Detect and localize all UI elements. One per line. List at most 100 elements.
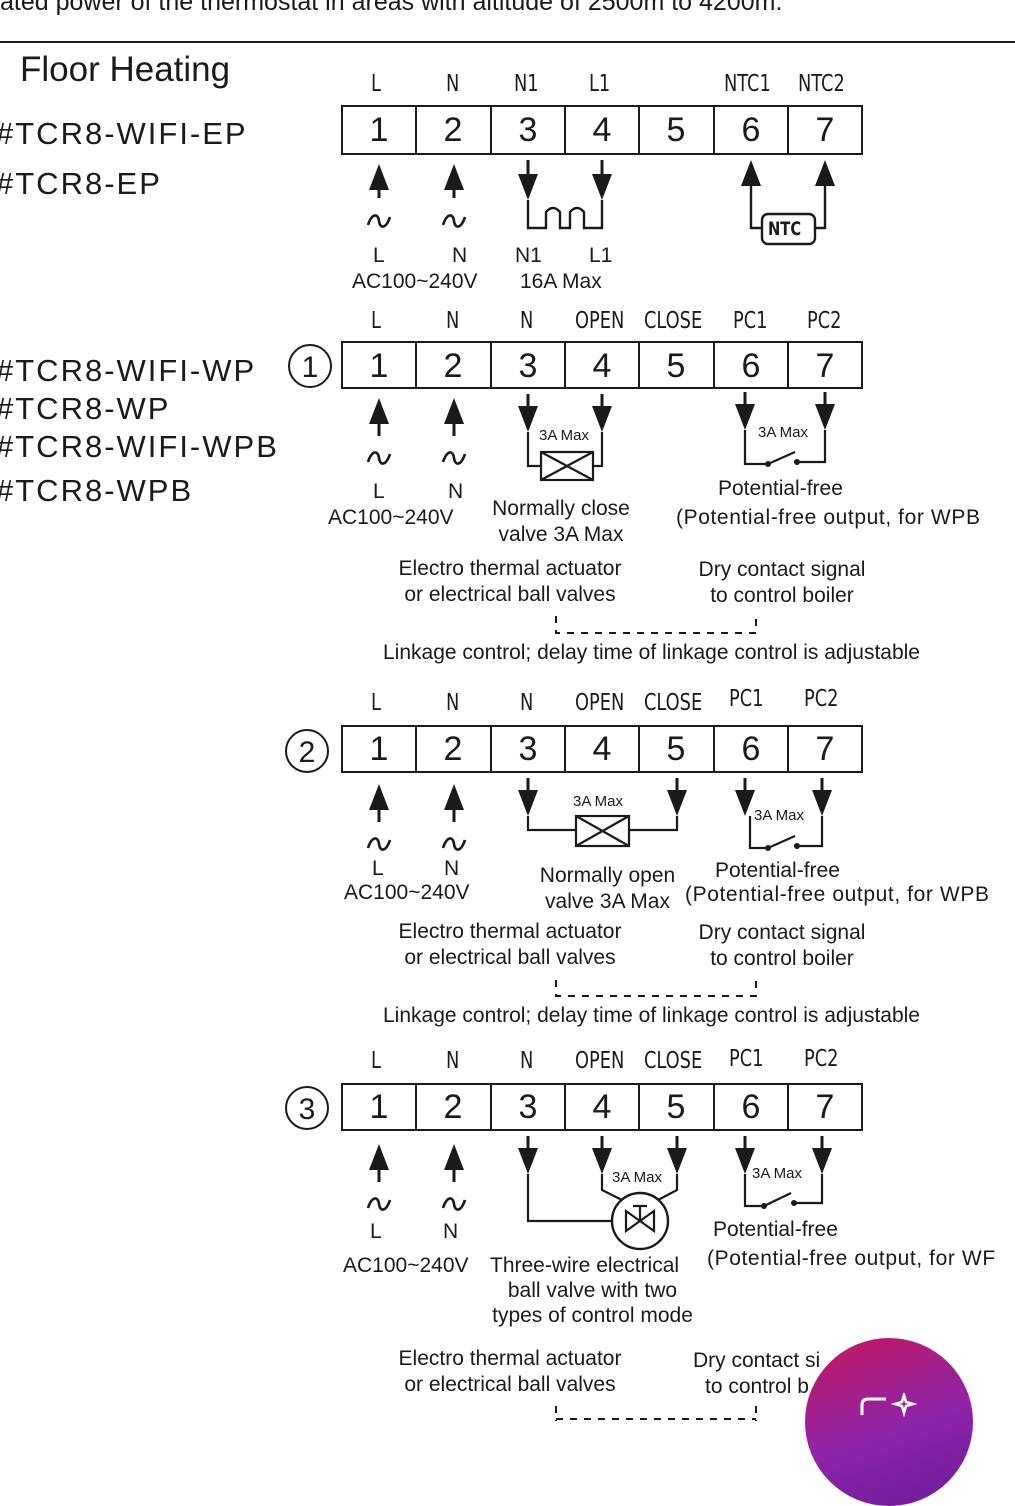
terminal-number: 2 xyxy=(443,730,463,768)
variant-circle-3 xyxy=(285,1086,329,1130)
terminal-number: 3 xyxy=(518,730,538,768)
terminal-header: PC1 xyxy=(729,1046,764,1072)
max-rating-label: 3A Max xyxy=(754,807,805,824)
terminal-number: 7 xyxy=(815,111,835,149)
potential-free-output-label: (Potential-free output, for WF xyxy=(707,1247,996,1270)
terminal-number: 5 xyxy=(666,1088,686,1126)
model-label: #TCR8-EP xyxy=(0,166,162,201)
valve-label: valve 3A Max xyxy=(498,523,624,546)
terminal-number: 4 xyxy=(592,111,612,149)
terminal-header: PC1 xyxy=(729,686,764,712)
terminal-header: L1 xyxy=(589,71,611,97)
top-note: ated power of the thermostat in areas wi… xyxy=(0,0,783,16)
dry-contact-label: Dry contact signal xyxy=(698,558,866,581)
actuator-label: Electro thermal actuator xyxy=(398,557,622,580)
dry-contact-label: to control b xyxy=(705,1375,809,1398)
model-label: #TCR8-WIFI-WP xyxy=(0,353,257,388)
terminal-header: PC2 xyxy=(804,686,839,712)
supply-voltage-label: AC100~240V xyxy=(344,881,470,904)
terminal-number: 7 xyxy=(815,1088,835,1126)
wire-label: N xyxy=(452,244,468,267)
wp2-wiring xyxy=(366,778,832,997)
terminal-header: CLOSE xyxy=(644,1048,703,1074)
wire-label: L xyxy=(373,480,385,503)
terminal-header: N xyxy=(520,1048,534,1074)
model-label: #TCR8-WP xyxy=(0,391,171,426)
terminal-number: 1 xyxy=(369,347,389,385)
wire-label: L1 xyxy=(589,244,613,267)
terminal-number: 4 xyxy=(592,730,612,768)
ep-wiring xyxy=(366,160,835,246)
max-rating-label: 3A Max xyxy=(758,424,809,441)
terminal-block-wp-3 xyxy=(341,1083,863,1131)
terminal-number: 2 xyxy=(443,1088,463,1126)
terminal-number: 2 xyxy=(443,347,463,385)
terminal-header: N xyxy=(520,690,534,716)
wire-label: N xyxy=(448,480,464,503)
dry-contact-label: to control boiler xyxy=(710,947,854,970)
wire-label: N1 xyxy=(515,244,542,267)
potential-free-label: Potential-free xyxy=(713,1218,838,1241)
sparkle-edit-icon xyxy=(860,1393,918,1418)
actuator-label: or electrical ball valves xyxy=(404,583,616,606)
wiring-diagram-lines xyxy=(0,41,1015,1421)
terminal-number: 5 xyxy=(666,111,686,149)
terminal-header: NTC1 xyxy=(724,71,771,97)
linkage-note: Linkage control; delay time of linkage c… xyxy=(383,641,920,664)
terminal-header: N xyxy=(446,1048,460,1074)
max-rating-label: 3A Max xyxy=(612,1169,663,1186)
wire-label: L xyxy=(373,244,385,267)
terminal-header: L xyxy=(371,308,381,334)
linkage-note: Linkage control; delay time of linkage c… xyxy=(383,1004,920,1027)
terminal-header: NTC2 xyxy=(798,71,845,97)
supply-voltage-label: AC100~240V xyxy=(328,506,454,529)
terminal-number: 4 xyxy=(592,1088,612,1126)
terminal-number: 6 xyxy=(741,1088,761,1126)
dry-contact-label: to control boiler xyxy=(710,584,854,607)
terminal-number: 6 xyxy=(741,730,761,768)
terminal-number: 1 xyxy=(369,1088,389,1126)
terminal-block-wp-2 xyxy=(341,725,863,773)
max-rating-label: 3A Max xyxy=(752,1165,803,1182)
load-rating-label: 16A Max xyxy=(520,270,602,293)
terminal-header: L xyxy=(371,690,381,716)
terminal-number: 6 xyxy=(741,111,761,149)
terminal-number: 3 xyxy=(518,347,538,385)
potential-free-output-label: (Potential-free output, for WPB xyxy=(676,506,981,529)
floating-action-button[interactable] xyxy=(805,1338,973,1506)
actuator-label: or electrical ball valves xyxy=(404,1373,616,1396)
max-rating-label: 3A Max xyxy=(573,793,624,810)
terminal-number: 7 xyxy=(815,347,835,385)
potential-free-label: Potential-free xyxy=(715,859,840,882)
terminal-header: L xyxy=(371,1048,381,1074)
actuator-label: Electro thermal actuator xyxy=(398,1347,622,1370)
terminal-number: 2 xyxy=(443,111,463,149)
terminal-header: N xyxy=(446,71,460,97)
valve-label: Normally open xyxy=(539,864,676,887)
wire-label: L xyxy=(370,1220,382,1243)
terminal-number: 4 xyxy=(592,347,612,385)
terminal-header: N xyxy=(446,690,460,716)
ntc-sensor-label: NTC xyxy=(768,218,802,240)
dry-contact-label: Dry contact signal xyxy=(698,921,866,944)
terminal-block-ep xyxy=(341,105,863,155)
terminal-header: OPEN xyxy=(575,308,625,334)
terminal-number: 3 xyxy=(518,111,538,149)
variant-number: 2 xyxy=(298,736,316,769)
variant-number: 3 xyxy=(298,1093,316,1126)
terminal-header: PC1 xyxy=(733,308,768,334)
variant-number: 1 xyxy=(301,351,319,384)
wire-label: N xyxy=(444,857,460,880)
max-rating-label: 3A Max xyxy=(539,427,590,444)
supply-voltage-label: AC100~240V xyxy=(352,270,478,293)
terminal-number: 3 xyxy=(518,1088,538,1126)
terminal-number: 5 xyxy=(666,347,686,385)
terminal-header: N xyxy=(446,308,460,334)
model-label: #TCR8-WPB xyxy=(0,473,194,508)
terminal-header: N xyxy=(520,308,534,334)
ball-valve-label: Three-wire electrical xyxy=(490,1254,680,1277)
terminal-header: CLOSE xyxy=(644,308,703,334)
terminal-header: OPEN xyxy=(575,690,625,716)
terminal-number: 6 xyxy=(741,347,761,385)
